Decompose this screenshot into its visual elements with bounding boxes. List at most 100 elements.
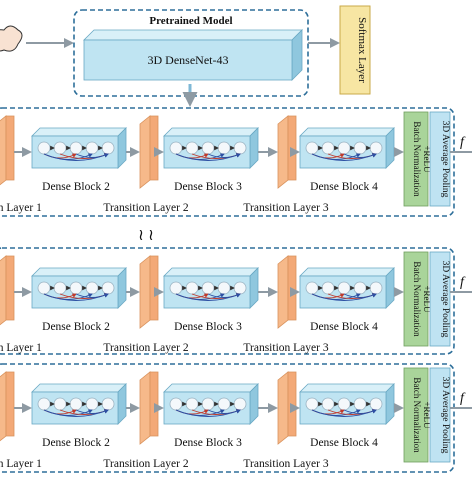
- dense-node: [201, 281, 215, 295]
- dense-node: [101, 141, 115, 155]
- average-pooling-box: 3D Average Pooling: [429, 367, 451, 463]
- average-pooling-box: 3D Average Pooling: [429, 251, 451, 347]
- row-frame: [0, 247, 455, 355]
- dense-node: [233, 281, 247, 295]
- dense-node: [37, 397, 51, 411]
- dense-block-label: Dense Block 2: [42, 181, 110, 193]
- dense-node: [69, 281, 83, 295]
- batchnorm-label: Batch Normalization: [412, 121, 422, 197]
- dense-node: [185, 141, 199, 155]
- dense-node: [217, 397, 231, 411]
- dense-node: [169, 397, 183, 411]
- dense-node: [201, 141, 215, 155]
- softmax-label: Softmax Layer: [356, 17, 368, 83]
- dense-node: [369, 281, 383, 295]
- pretrained-title: Pretrained Model: [149, 15, 232, 27]
- batchnorm-relu-box: Batch Normalization+ReLU: [403, 251, 432, 347]
- pooling-label: 3D Average Pooling: [440, 377, 450, 454]
- transition-label: on Layer 1: [0, 458, 42, 470]
- dense-node: [353, 397, 367, 411]
- dense-node: [337, 281, 351, 295]
- relu-label: +ReLU: [422, 285, 432, 313]
- dense-node: [101, 397, 115, 411]
- dense-block-3: Dense Block 3: [163, 383, 259, 449]
- dense-block-4: Dense Block 4: [299, 383, 395, 449]
- dense-node: [369, 397, 383, 411]
- dense-block-4: Dense Block 4: [299, 267, 395, 333]
- transition-layer-1: [0, 115, 15, 186]
- dense-node: [85, 281, 99, 295]
- dense-node: [353, 281, 367, 295]
- softmax-layer-box: Softmax Layer: [339, 5, 371, 95]
- dense-block-2: Dense Block 2: [31, 127, 127, 193]
- dense-node: [337, 141, 351, 155]
- dense-block-label: Dense Block 2: [42, 437, 110, 449]
- transition-layer-1: [0, 255, 15, 326]
- dense-node: [185, 281, 199, 295]
- dense-node: [37, 141, 51, 155]
- dense-node: [321, 281, 335, 295]
- dense-node: [37, 281, 51, 295]
- dense-node: [337, 397, 351, 411]
- dense-node: [233, 397, 247, 411]
- batchnorm-relu-box: Batch Normalization+ReLU: [403, 111, 432, 207]
- dense-block-label: Dense Block 3: [174, 437, 242, 449]
- relu-label: +ReLU: [422, 145, 432, 173]
- dense-block-label: Dense Block 4: [310, 181, 378, 193]
- transition-label: on Layer 1: [0, 202, 42, 214]
- feature-row-1: Dense Block 2 Dense Block 3 Dense Block 4 o…: [0, 107, 472, 217]
- transition-layer-2: [139, 115, 159, 189]
- transition-label: Transition Layer 2: [103, 342, 188, 354]
- dense-node: [85, 397, 99, 411]
- transition-layer-3: [277, 371, 297, 445]
- transition-label: Transition Layer 2: [103, 458, 188, 470]
- dense-block-2: Dense Block 2: [31, 383, 127, 449]
- transition-layer-3: [277, 255, 297, 329]
- dense-node: [201, 397, 215, 411]
- dense-node: [321, 141, 335, 155]
- dense-node: [53, 281, 67, 295]
- dense-node: [353, 141, 367, 155]
- input-cloud-icon: [0, 25, 23, 52]
- dense-node: [69, 141, 83, 155]
- dense-block-4: Dense Block 4: [299, 127, 395, 193]
- dense-block-3: Dense Block 3: [163, 267, 259, 333]
- average-pooling-box: 3D Average Pooling: [429, 111, 451, 207]
- dense-node: [53, 141, 67, 155]
- dense-block-label: Dense Block 3: [174, 321, 242, 333]
- pooling-label: 3D Average Pooling: [440, 121, 450, 198]
- dense-node: [321, 397, 335, 411]
- dense-block-label: Dense Block 3: [174, 181, 242, 193]
- dense-node: [169, 141, 183, 155]
- transition-label: Transition Layer 3: [243, 342, 328, 354]
- ellipsis-mark: ≀ ≀: [138, 227, 154, 244]
- dense-node: [305, 141, 319, 155]
- pretrained-model-name: 3D DenseNet-43: [148, 53, 229, 67]
- pooling-label: 3D Average Pooling: [440, 261, 450, 338]
- transition-layer-2: [139, 371, 159, 445]
- transition-layer-2: [139, 255, 159, 329]
- output-feature-symbol: f: [460, 391, 466, 406]
- dense-block-3: Dense Block 3: [163, 127, 259, 193]
- dense-block-label: Dense Block 4: [310, 437, 378, 449]
- batchnorm-label: Batch Normalization: [412, 377, 422, 453]
- dense-node: [101, 281, 115, 295]
- dense-node: [233, 141, 247, 155]
- dense-block-label: Dense Block 2: [42, 321, 110, 333]
- relu-label: +ReLU: [422, 401, 432, 429]
- dense-node: [53, 397, 67, 411]
- dense-node: [185, 397, 199, 411]
- dense-node: [169, 281, 183, 295]
- dense-node: [305, 397, 319, 411]
- feature-row-3: Dense Block 2 Dense Block 3 Dense Block 4 o…: [0, 363, 472, 473]
- pretrained-model-panel: Pretrained Model 3D DenseNet-43: [73, 9, 309, 97]
- batchnorm-label: Batch Normalization: [412, 261, 422, 337]
- transition-layer-3: [277, 115, 297, 189]
- dense-node: [369, 141, 383, 155]
- dense-node: [217, 281, 231, 295]
- dense-node: [85, 141, 99, 155]
- transition-label: Transition Layer 3: [243, 202, 328, 214]
- transition-layer-1: [0, 371, 15, 442]
